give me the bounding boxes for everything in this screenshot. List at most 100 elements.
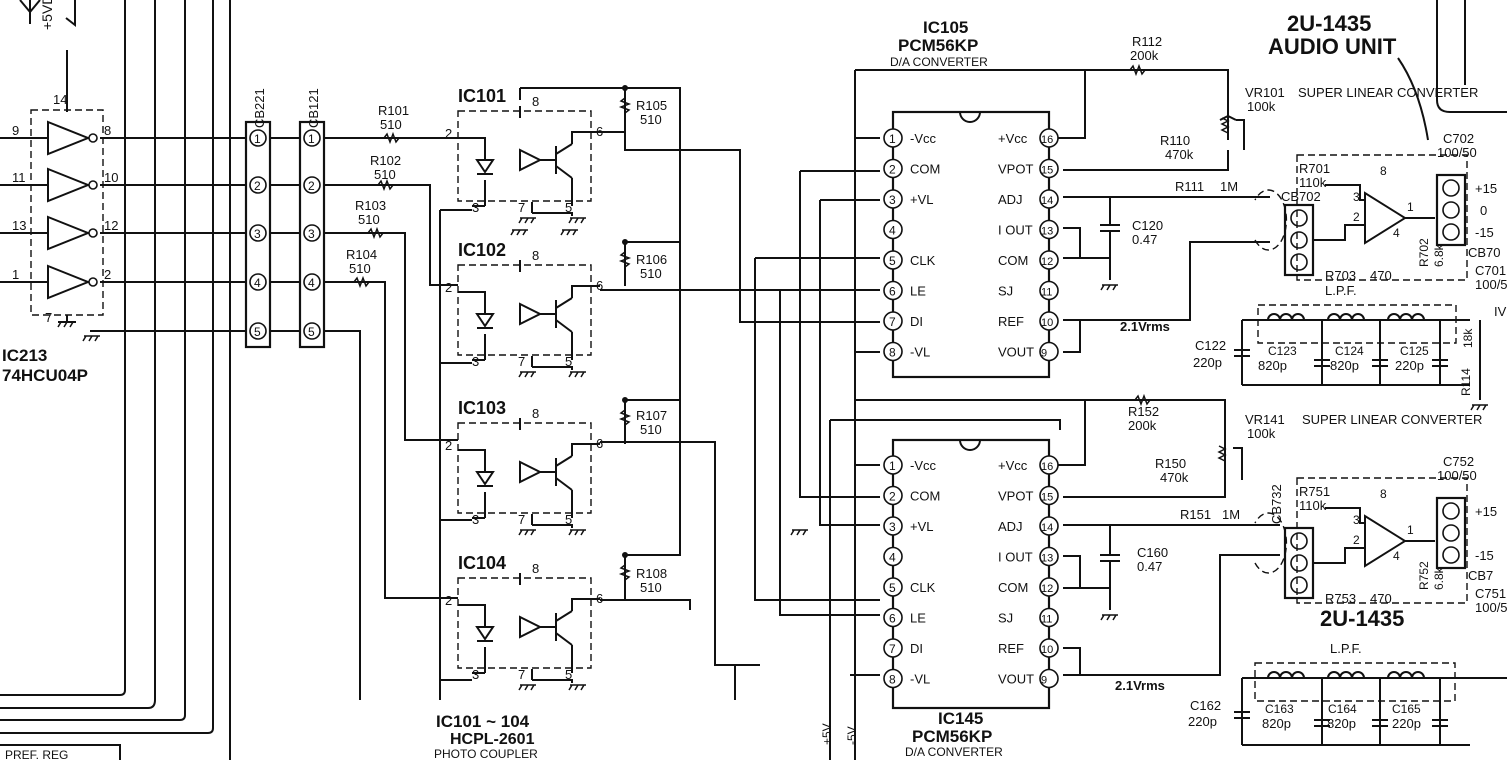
- r150-value: 470k: [1160, 470, 1189, 485]
- coupler-pin: 5: [565, 667, 572, 682]
- c122-value: 220p: [1193, 355, 1222, 370]
- inverter-ref: IC213: [2, 346, 47, 365]
- left-bus-lines: [0, 0, 231, 760]
- resistor-ref: R101: [378, 103, 409, 118]
- coupler-pin: 3: [472, 512, 479, 527]
- module-r3-value: 470: [1370, 591, 1392, 606]
- resistor-ref: R104: [346, 247, 377, 262]
- gate-output-pin: 2: [104, 267, 111, 282]
- op-pin: 1: [1407, 200, 1414, 214]
- connector-pin-number: 3: [308, 227, 315, 241]
- dac-pin-number: 16: [1041, 134, 1053, 146]
- connector-cb221: CB221: [244, 88, 272, 349]
- coupler-label-desc: PHOTO COUPLER: [434, 747, 538, 760]
- dac-pin-number: 11: [1041, 614, 1052, 626]
- coupler-pin: 3: [472, 667, 479, 682]
- dac-pin-number: 3: [889, 193, 896, 207]
- r114-ref: R114: [1459, 368, 1473, 396]
- coupler-pin: 5: [565, 512, 572, 527]
- audio-unit-label: 2U-1435 AUDIO UNIT: [1268, 0, 1507, 141]
- dac-pin-number: 14: [1041, 195, 1053, 207]
- vr141-ref: VR141: [1245, 412, 1285, 427]
- dac-ic105: IC105 PCM56KP D/A CONVERTER: [890, 18, 1051, 379]
- dac-pin-name: VOUT: [998, 672, 1034, 687]
- dac-pin-name: I OUT: [998, 223, 1033, 238]
- gate-output-pin: 8: [104, 123, 111, 138]
- dac-pin-number: 12: [1041, 583, 1053, 595]
- dac-pin-number: 10: [1041, 644, 1053, 656]
- resistor-ref: R106: [636, 252, 667, 267]
- input-resistors: R101 510 R102 510 R103 510 R104 510: [346, 103, 409, 289]
- c164-ref: C164: [1328, 702, 1357, 716]
- connector-pin-number: 4: [308, 276, 315, 290]
- coupler-pin: 7: [518, 667, 525, 682]
- connector-pin-number: 5: [308, 325, 315, 339]
- coupler-pin: 8: [532, 406, 539, 421]
- connector-pin: [249, 322, 267, 340]
- dac-pin-number: 13: [1041, 553, 1053, 565]
- module-r1-ref: R701: [1299, 161, 1330, 176]
- c124-ref: C124: [1335, 344, 1364, 358]
- r110-value: 470k: [1165, 147, 1194, 162]
- bottom-lpf: L.P.F. C162 220p C163 820p C164 820p C16…: [1188, 641, 1507, 746]
- top-lpf: L.P.F. C122 220p C123 820p C124 820p C12…: [1193, 283, 1507, 400]
- op-pin: 8: [1380, 164, 1387, 178]
- gate-input-pin: 1: [12, 267, 19, 282]
- connector-pin: [303, 322, 321, 340]
- dac-pin-name: CLK: [910, 253, 936, 268]
- r111-ref: R111: [1175, 179, 1204, 194]
- dac-part: PCM56KP: [912, 727, 992, 746]
- dac-pin-number: 5: [889, 254, 896, 268]
- module-cb-out: CB70: [1468, 245, 1501, 260]
- op-pin: 2: [1353, 210, 1360, 224]
- resistor-value: 510: [640, 422, 662, 437]
- dac-pin-name: DI: [910, 641, 923, 656]
- c163-value: 820p: [1262, 716, 1291, 731]
- module-cbot-value: 100/5: [1475, 600, 1507, 615]
- module-cout-value: 100/50: [1437, 145, 1477, 160]
- audio-unit-part: 2U-1435: [1287, 11, 1371, 36]
- dac-pin-number: 7: [889, 315, 896, 329]
- op-pin: 1: [1407, 523, 1414, 537]
- c160-ref: C160: [1137, 545, 1168, 560]
- module-r1-value: 110k: [1299, 498, 1327, 513]
- c124-value: 820p: [1330, 358, 1359, 373]
- r151-value: 1M: [1222, 507, 1240, 522]
- c120-value: 0.47: [1132, 232, 1157, 247]
- vr141-note: SUPER LINEAR CONVERTER: [1302, 412, 1482, 427]
- gate-output-pin: 12: [104, 218, 118, 233]
- r151-ref: R151: [1180, 507, 1211, 522]
- dac-pin-name: -VL: [910, 672, 930, 687]
- dac-pin-name: COM: [998, 580, 1028, 595]
- gate-input-pin: 9: [12, 123, 19, 138]
- op-pin: 4: [1393, 549, 1400, 563]
- module-r3-value: 470: [1370, 268, 1392, 283]
- connector-pin: [249, 224, 267, 242]
- coupler-pin: 8: [532, 561, 539, 576]
- module-r2-value: 6.8k: [1432, 566, 1446, 590]
- coupler-pin: 2: [445, 438, 452, 453]
- connector-pin: [303, 129, 321, 147]
- r111-value: 1M: [1220, 179, 1238, 194]
- dac-pin-name: DI: [910, 314, 923, 329]
- coupler-ref: IC103: [458, 398, 506, 418]
- op-pin: 2: [1353, 533, 1360, 547]
- dac-pin-number: 9: [1041, 675, 1047, 687]
- resistor-ref: R108: [636, 566, 667, 581]
- module-cbot-ref: C701: [1475, 263, 1506, 278]
- dac-pin-number: 6: [889, 285, 896, 299]
- dac-pin-number: 9: [1041, 348, 1047, 360]
- dac-pin-number: 6: [889, 612, 896, 626]
- dac-pin-name: +Vcc: [998, 458, 1028, 473]
- lpf-label: L.P.F.: [1330, 641, 1362, 656]
- op-pin: 4: [1393, 226, 1400, 240]
- pullup-resistors: R105 510 R106 510 R107 510 R108 510: [636, 98, 667, 595]
- resistor-value: 510: [349, 261, 371, 276]
- c163-ref: C163: [1265, 702, 1294, 716]
- dac-desc: D/A CONVERTER: [890, 55, 988, 69]
- op-pin: 3: [1353, 190, 1360, 204]
- module-r2-ref: R752: [1417, 561, 1431, 590]
